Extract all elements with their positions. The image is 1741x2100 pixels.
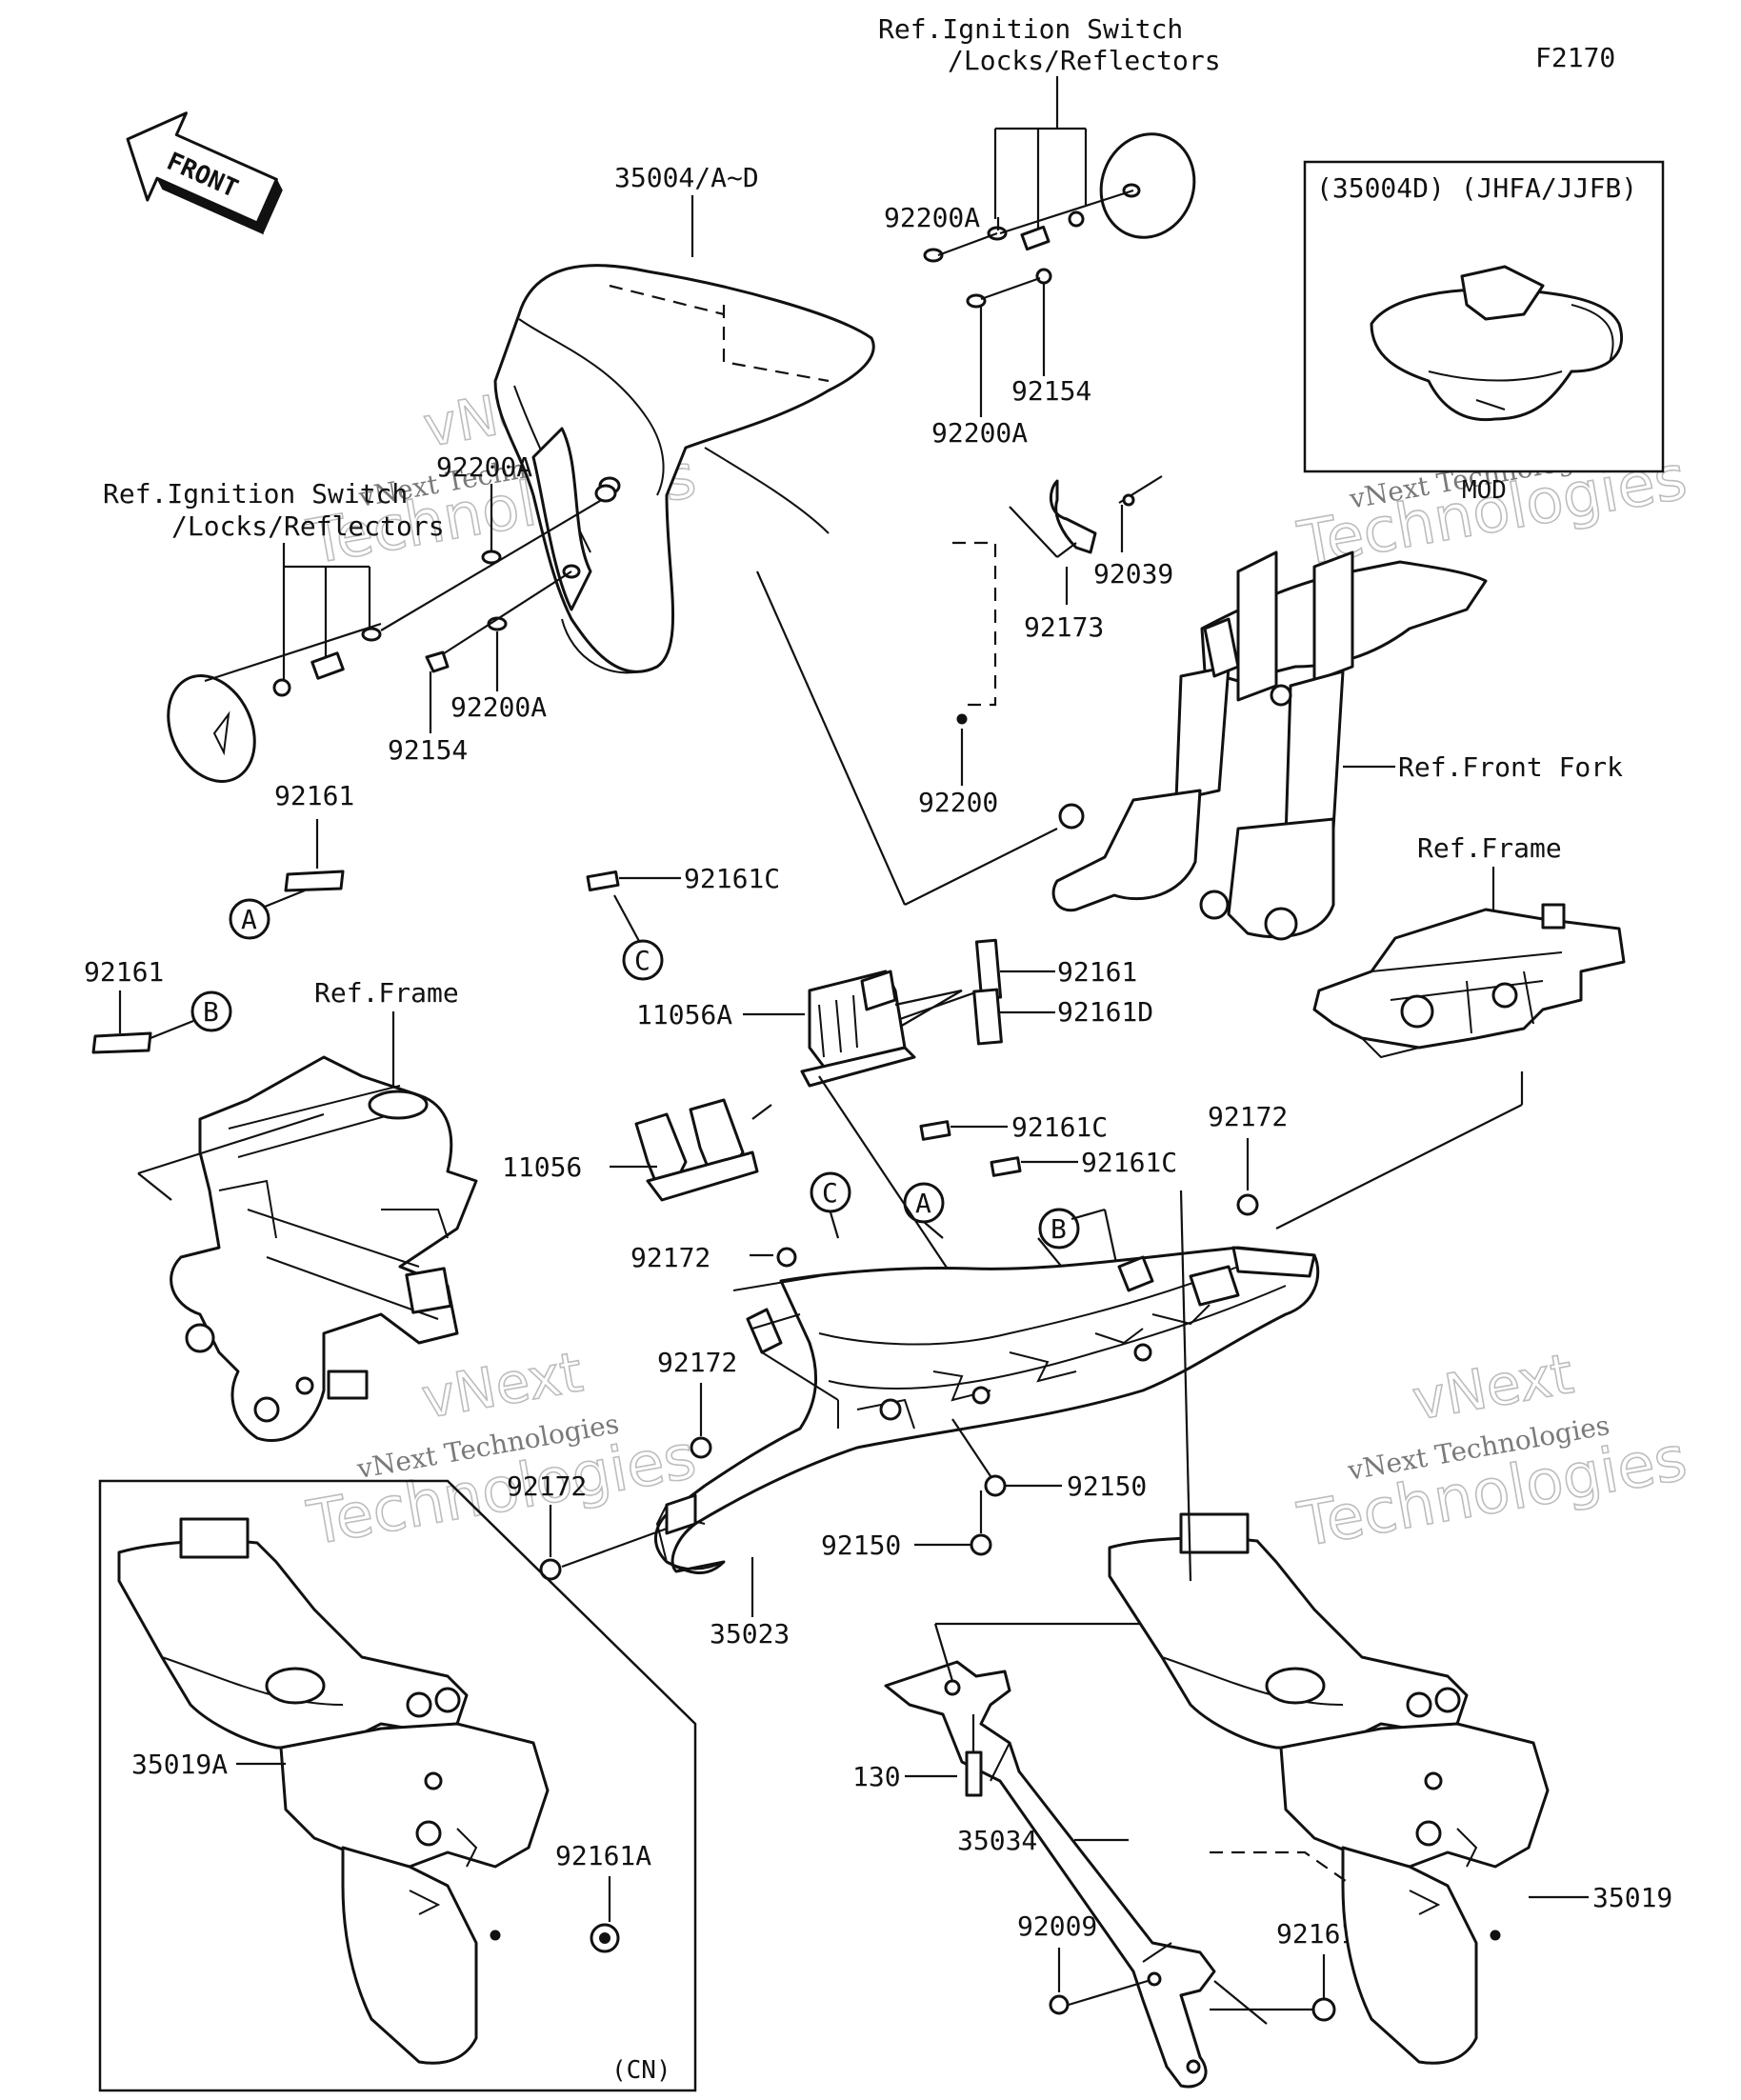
bracket-11056 [634,1098,772,1202]
sticker-92161C-1 [586,870,620,891]
sticker-92161C-2 [919,1120,951,1141]
sticker-92161-b [91,1031,152,1054]
front-fork [1051,550,1488,941]
bolt-92172-3 [690,1436,712,1459]
dash-92200 [952,541,997,707]
rear-fender-35023 [653,1246,1320,1575]
label-35004: 35004/A~D [614,162,759,193]
label-92172-3: 92172 [657,1347,737,1378]
reflector-left [167,484,617,783]
label-92161D: 92161D [1057,996,1153,1028]
sticker-92161-a [284,870,345,892]
bolt-130 [965,1750,983,1797]
label-35034: 35034 [957,1825,1037,1856]
label-92150-1: 92150 [1067,1470,1147,1502]
watermark-bottom-right: vNext Technologies vNext Technologies [1292,1340,1692,1562]
label-92154-1: 92154 [1011,375,1091,407]
svg-text:Ref.Ignition Switch: Ref.Ignition Switch [878,13,1183,45]
inset-35004D-title: (35004D) (JHFA/JJFB) [1316,172,1637,204]
label-92161-1: 92161 [274,780,354,811]
svg-text:C: C [822,1177,838,1209]
callout-A-left [229,898,270,940]
rear-fender-35019 [1108,1512,1550,2065]
sticker-92161D [972,988,1003,1046]
label-35019A: 35019A [131,1749,228,1780]
callout-B-left [190,990,232,1032]
label-ref-front-fork: Ref.Front Fork [1398,751,1623,783]
label-92161C-1: 92161C [684,863,780,894]
label-92200A-1: 92200A [884,202,980,233]
callout-B-center [1038,1208,1080,1250]
label-92039: 92039 [1093,558,1173,590]
fender-leader [755,570,907,906]
sticker-92161C-3 [990,1156,1022,1177]
label-92173: 92173 [1024,611,1104,643]
label-92161A: 92161A [555,1840,651,1871]
label-92161C-3: 92161C [1081,1147,1177,1178]
bolt-92150-2 [970,1533,992,1556]
ref-ignition-top: Ref.Ignition Switch /Locks/Reflectors [878,13,1221,238]
label-92161-2: 92161 [84,956,164,988]
ref-ignition-left: Ref.Ignition Switch /Locks/Reflectors [103,478,445,684]
label-ref-frame-right: Ref.Frame [1417,832,1562,864]
label-11056: 11056 [502,1151,582,1183]
label-92009: 92009 [1017,1910,1097,1942]
label-92200A-4: 92200A [450,691,547,723]
bracket-35034 [884,1660,1216,2089]
inset-cn: (CN) [98,1479,697,2092]
label-92154-2: 92154 [388,734,468,766]
label-92172-1: 92172 [1208,1101,1288,1132]
nut-92200 [956,713,968,725]
callout-C-center [810,1171,851,1213]
bolt-92172-1 [1236,1193,1259,1216]
label-35023: 35023 [710,1618,790,1650]
label-92172-2: 92172 [630,1242,710,1273]
svg-text:C: C [634,945,650,976]
label-92200A-3: 92200A [436,451,532,483]
bolt-92150-1 [984,1474,1007,1497]
frame-left [170,1055,478,1443]
label-92161C-2: 92161C [1011,1111,1108,1143]
label-130: 130 [852,1761,901,1792]
label-35019: 35019 [1592,1882,1672,1913]
svg-text:A: A [915,1188,931,1219]
clip-92172 [746,1308,783,1354]
label-92200A-2: 92200A [931,417,1028,449]
clamp-92173 [1009,475,1163,605]
callout-C-top [622,939,664,981]
bracket-11056A [800,970,916,1088]
inset-35004D: (35004D) (JHFA/JJFB) MOD [1303,160,1665,505]
grommet-92161B [1311,1997,1336,2022]
inset-cn-caption: (CN) [611,2056,671,2085]
label-92161-3: 92161 [1057,956,1137,988]
frame-right [1312,903,1626,1059]
svg-text:Ref.Ignition Switch: Ref.Ignition Switch [103,478,408,510]
svg-text:A: A [241,904,257,935]
figure-id: F2170 [1535,42,1615,73]
label-ref-frame-left: Ref.Frame [314,977,459,1009]
reflector-top [923,132,1196,309]
svg-text:B: B [203,996,219,1028]
inset-35004D-caption: MOD [1462,476,1507,505]
svg-text:B: B [1051,1213,1067,1245]
front-arrow-icon: FRONT [126,111,283,235]
bolt-92172-4 [539,1558,562,1581]
bolt-92172-2 [776,1247,797,1268]
label-92200: 92200 [918,787,998,818]
label-92150-2: 92150 [821,1530,901,1561]
svg-text:/Locks/Reflectors: /Locks/Reflectors [948,45,1221,76]
label-11056A: 11056A [636,999,732,1030]
svg-text:/Locks/Reflectors: /Locks/Reflectors [171,510,445,542]
label-92172-4: 92172 [507,1470,587,1502]
bolt-92009 [1049,1994,1070,2015]
